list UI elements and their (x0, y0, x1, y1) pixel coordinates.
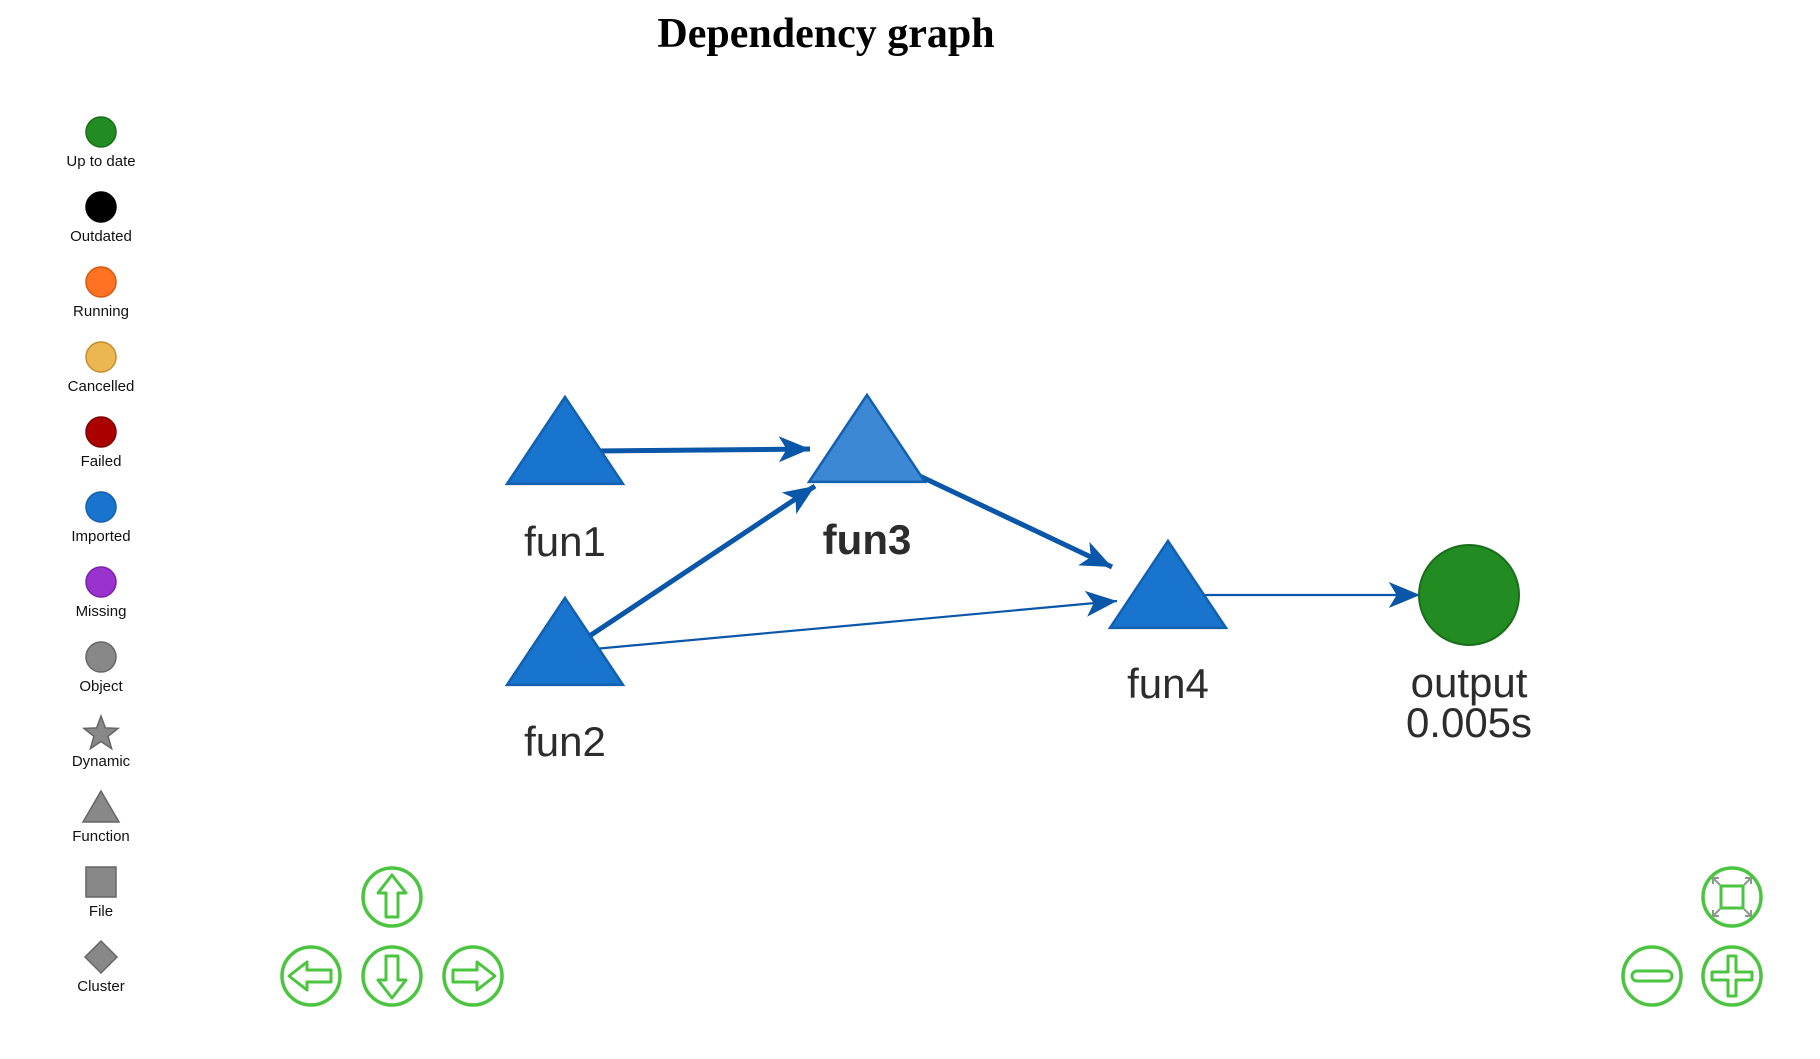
edge-fun2-to-fun4 (593, 590, 1118, 651)
up-to-date-circle-icon (85, 116, 117, 148)
legend-label: Object (79, 678, 123, 695)
cancelled-circle-icon (85, 341, 117, 373)
node-fun3[interactable]: fun3 (806, 392, 928, 563)
arrow-right-icon (451, 960, 497, 992)
node-label-fun3: fun3 (823, 516, 912, 563)
node-fun1[interactable]: fun1 (504, 394, 626, 565)
function-triangle-icon (81, 789, 121, 823)
fun3-triangle-shape[interactable] (806, 392, 928, 484)
zoom-out-button[interactable] (1621, 945, 1683, 1007)
legend-label: Running (73, 303, 129, 320)
edge-fun3-to-fun4 (905, 467, 1114, 570)
file-square-icon (85, 866, 117, 898)
legend-label: Function (72, 828, 130, 845)
zoom-in-button[interactable] (1701, 945, 1763, 1007)
legend-item-outdated: Outdated (50, 187, 152, 262)
legend-label: File (88, 903, 114, 920)
edges (586, 436, 1421, 651)
object-circle-icon (85, 641, 117, 673)
arrow-left-button[interactable] (280, 945, 342, 1007)
legend-label: Failed (80, 453, 122, 470)
arrow-up-button[interactable] (361, 866, 423, 928)
fun4-triangle-shape[interactable] (1107, 538, 1229, 630)
legend-item-file: File (50, 862, 152, 937)
zoom-in-icon (1710, 954, 1754, 998)
failed-circle-icon (85, 416, 117, 448)
legend-label: Imported (71, 528, 131, 545)
node-label-fun2: fun2 (524, 718, 606, 765)
legend-item-missing: Missing (50, 562, 152, 637)
legend-item-object: Object (50, 637, 152, 712)
legend-label: Cluster (77, 978, 125, 995)
cluster-diamond-icon (83, 939, 119, 975)
node-label-fun4: fun4 (1127, 660, 1209, 707)
fit-button[interactable] (1701, 866, 1763, 928)
imported-circle-icon (85, 491, 117, 523)
legend-item-up-to-date: Up to date (50, 112, 152, 187)
arrow-up-icon (376, 873, 408, 919)
legend-label: Outdated (70, 228, 132, 245)
page-title: Dependency graph (657, 11, 995, 57)
outdated-circle-icon (85, 191, 117, 223)
node-fun2[interactable]: fun2 (504, 595, 626, 765)
legend-item-cancelled: Cancelled (50, 337, 152, 412)
fun2-triangle-shape[interactable] (504, 595, 626, 687)
arrow-right-button[interactable] (442, 945, 504, 1007)
edge-fun1-to-fun3 (596, 436, 811, 463)
dynamic-star-icon (81, 713, 121, 751)
edge-fun2-to-fun3 (586, 483, 817, 640)
legend-item-failed: Failed (50, 412, 152, 487)
node-fun4[interactable]: fun4 (1107, 538, 1229, 707)
running-circle-icon (85, 266, 117, 298)
legend-item-imported: Imported (50, 487, 152, 562)
arrow-left-icon (287, 960, 333, 992)
legend-label: Missing (75, 603, 127, 620)
node-label-output: output (1411, 659, 1528, 706)
arrow-down-button[interactable] (361, 945, 423, 1007)
legend-item-cluster: Cluster (50, 937, 152, 1012)
node-sublabel-output: 0.005s (1406, 699, 1532, 746)
missing-circle-icon (85, 566, 117, 598)
fit-icon (1712, 877, 1752, 917)
legend-label: Cancelled (67, 378, 135, 395)
legend-item-dynamic: Dynamic (50, 712, 152, 787)
zoom-out-icon (1630, 969, 1674, 983)
arrow-down-icon (376, 954, 408, 1000)
output-circle-shape[interactable] (1418, 544, 1520, 646)
legend-label: Up to date (66, 153, 136, 170)
legend-item-function: Function (50, 787, 152, 862)
navigation-controls (280, 866, 1763, 1007)
legend-label: Dynamic (71, 753, 131, 770)
node-label-fun1: fun1 (524, 518, 606, 565)
fun1-triangle-shape[interactable] (504, 394, 626, 486)
legend-item-running: Running (50, 262, 152, 337)
